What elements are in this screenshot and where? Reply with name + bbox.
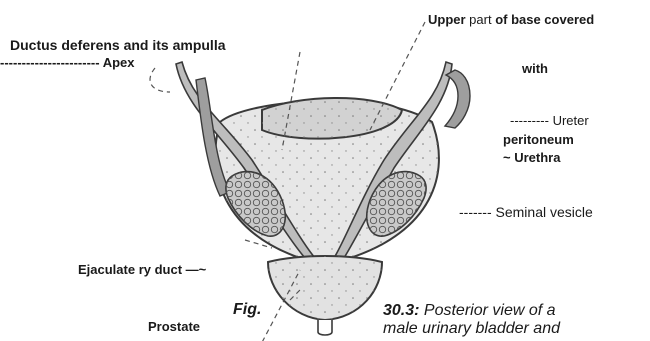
label-ejaculatory-duct: Ejaculate ry duct —~ xyxy=(78,262,206,277)
label-seminal-vesicle: ------- Seminal vesicle xyxy=(459,205,593,220)
label-upper-part-of-base: Upper part of base covered xyxy=(428,12,594,27)
label-upper-part-bold-1: Upper xyxy=(428,12,466,27)
label-with: with xyxy=(522,61,548,76)
caption-line-1-text: Posterior view of a xyxy=(419,302,555,319)
urethra xyxy=(318,320,332,335)
caption-number: 30.3: xyxy=(383,302,419,319)
label-apex: ----------------------- Apex xyxy=(0,55,135,70)
prostate-texture xyxy=(268,256,382,320)
label-upper-part-plain: part xyxy=(466,12,496,27)
label-peritoneum: peritoneum xyxy=(503,132,574,147)
label-prostate: Prostate xyxy=(148,319,200,334)
label-ductus-deferens: Ductus deferens and its ampulla xyxy=(10,38,226,53)
caption-fig: Fig. xyxy=(233,301,261,319)
caption-line-1: 30.3: Posterior view of a xyxy=(383,302,556,320)
label-urethra: ~ Urethra xyxy=(503,150,560,165)
label-upper-part-bold-2: of base covered xyxy=(495,12,594,27)
caption-line-2: male urinary bladder and xyxy=(383,320,560,338)
label-ureter: --------- Ureter xyxy=(510,113,589,128)
